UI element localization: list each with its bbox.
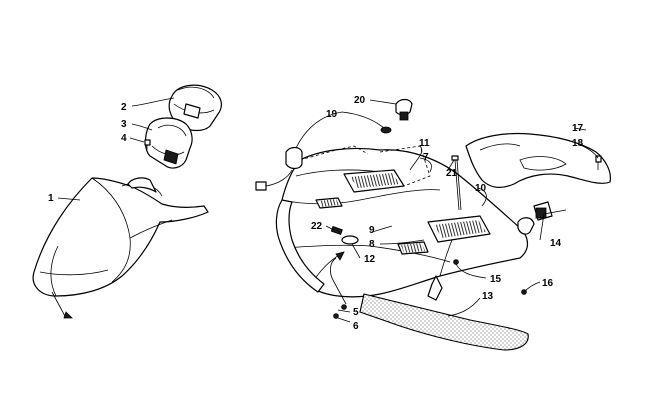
- vent-grille-8: [427, 215, 491, 243]
- callout-16: 16: [542, 278, 554, 289]
- windshield-fairing: [32, 177, 209, 297]
- callout-5: 5: [353, 307, 359, 318]
- grommet-19: [380, 126, 392, 134]
- callout-1: 1: [48, 193, 54, 204]
- screw-5: [341, 304, 347, 310]
- screw-6: [333, 313, 339, 319]
- gauge-bezel: [144, 117, 193, 169]
- bolt-21: [451, 155, 462, 211]
- callout-22: 22: [311, 221, 323, 232]
- callout-11: 11: [419, 138, 430, 149]
- callout-13: 13: [482, 291, 494, 302]
- switch-14: [517, 201, 553, 235]
- screw-4: [144, 139, 151, 150]
- callout-14: 14: [550, 238, 562, 249]
- callout-12: 12: [364, 254, 376, 265]
- callout-19: 19: [326, 109, 338, 120]
- screw-15: [453, 259, 459, 265]
- bracket-15: [427, 275, 443, 301]
- callout-7: 7: [423, 152, 429, 163]
- leader-lines: [57, 97, 599, 323]
- gauge-housing: [168, 84, 222, 132]
- callout-15: 15: [490, 274, 502, 285]
- callout-17: 17: [572, 123, 584, 134]
- trim-panel-17: [465, 132, 611, 189]
- callout-2: 2: [121, 102, 127, 113]
- dashed-reference-7: [379, 145, 431, 187]
- callout-3: 3: [121, 119, 127, 130]
- plug-12: [341, 235, 359, 245]
- vent-grille-11: [343, 169, 405, 193]
- callout-6: 6: [353, 321, 359, 332]
- seat-13: [359, 293, 529, 351]
- vent-small-left: [315, 197, 343, 209]
- callout-10: 10: [475, 183, 487, 194]
- callout-18: 18: [572, 138, 584, 149]
- dashed-reference-19: [299, 145, 369, 161]
- callout-8: 8: [369, 239, 375, 250]
- mount-line: [51, 291, 67, 319]
- callout-4: 4: [121, 133, 127, 144]
- vent-small-right: [397, 241, 429, 255]
- arrow-small: [335, 251, 345, 261]
- callout-20: 20: [354, 95, 366, 106]
- cap-20: [395, 98, 413, 121]
- callout-9: 9: [369, 225, 375, 236]
- screw-18: [595, 155, 602, 170]
- callout-21: 21: [446, 168, 458, 179]
- cowl-lower: [275, 199, 325, 293]
- arrow-head: [63, 311, 73, 319]
- wire-harness: [255, 146, 303, 191]
